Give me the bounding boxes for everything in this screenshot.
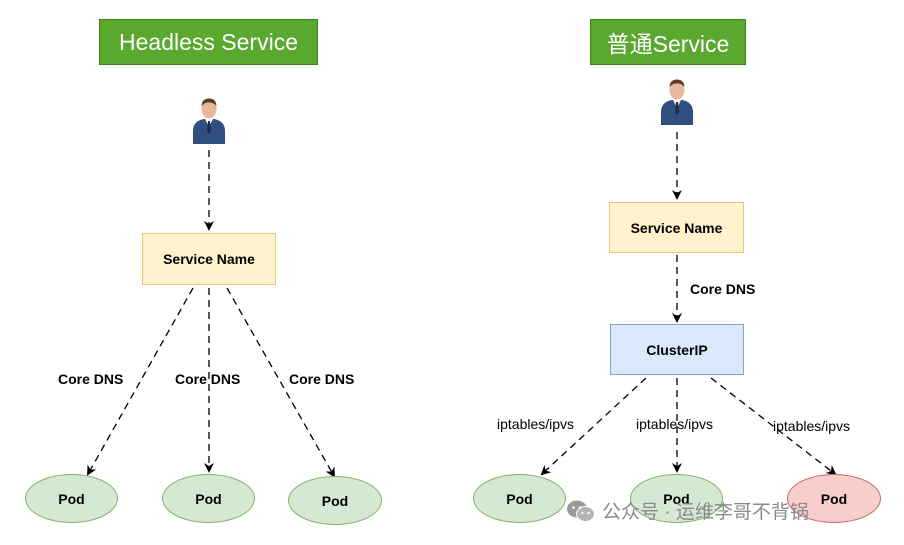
edge-label-iptables-ipvs: iptables/ipvs — [636, 416, 714, 432]
watermark-text: 公众号 · 运维李哥不背锅 — [602, 502, 809, 523]
edge-label-core-dns: Core DNS — [690, 281, 756, 297]
user-icon — [661, 79, 693, 125]
edge-label-core-dns: Core DNS — [289, 371, 355, 387]
edge-label-core-dns: Core DNS — [58, 371, 124, 387]
headless-service-title: Headless Service — [99, 19, 318, 65]
pod-node: Pod — [25, 474, 118, 523]
clusterip-node: ClusterIP — [610, 324, 744, 375]
edge-clusterip-to-pod3 — [710, 377, 837, 476]
edge-label-iptables-ipvs: iptables/ipvs — [497, 416, 575, 432]
edge-label-iptables-ipvs: iptables/ipvs — [773, 418, 851, 434]
user-icon — [193, 98, 225, 144]
pod-node: Pod — [473, 474, 566, 523]
edge-label-core-dns: Core DNS — [175, 371, 241, 387]
pod-node: Pod — [288, 476, 382, 525]
wechat-icon — [567, 500, 595, 522]
pod-node: Pod — [630, 474, 723, 523]
edge-service-to-pod3-left — [226, 287, 335, 478]
normal-service-title: 普通Service — [590, 19, 746, 65]
pod-node: Pod — [162, 474, 255, 523]
pod-node-highlighted: Pod — [787, 474, 881, 523]
service-name-node-right: Service Name — [609, 202, 744, 253]
service-name-node-left: Service Name — [142, 233, 276, 285]
watermark: 公众号 · 运维李哥不背锅 — [566, 497, 809, 524]
